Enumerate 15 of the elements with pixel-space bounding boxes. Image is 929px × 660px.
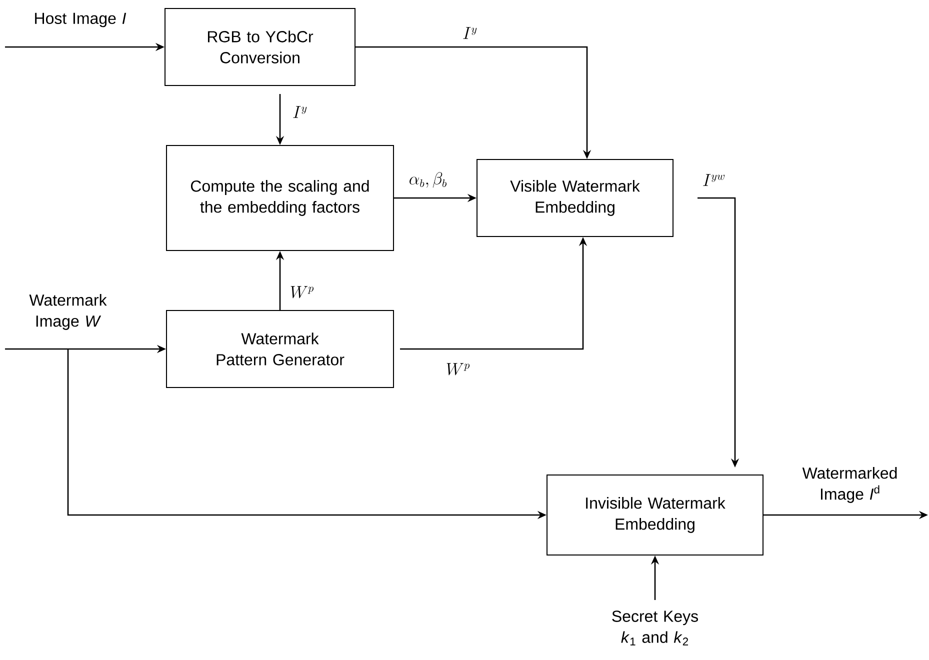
edge-label: $I^{yw}$: [703, 174, 725, 186]
process-box: Visible Watermark Embedding: [476, 159, 674, 237]
process-box: RGB to YCbCr Conversion: [164, 8, 356, 86]
edge-label: $W^{p}$: [446, 363, 470, 376]
edge-label: $I^{y}$: [293, 106, 307, 118]
process-box: Invisible Watermark Embedding: [546, 474, 764, 556]
edge-label: $W^{p}$: [290, 286, 314, 298]
edge-label: $I^{y}$: [463, 27, 477, 39]
process-box: Watermark Pattern Generator: [166, 310, 394, 388]
edge-label: Secret Keys k$_{1}$ and k$_{2}$: [612, 610, 698, 646]
edge-label: Watermark Image W: [29, 294, 107, 330]
edge-label: Watermarked Image I$^{d}$: [802, 467, 897, 503]
process-box: Compute the scaling and the embedding factors: [166, 145, 394, 251]
edge-label: $\alpha_b, \beta_b$: [410, 172, 446, 188]
edge-label: Host Image I: [35, 12, 126, 28]
